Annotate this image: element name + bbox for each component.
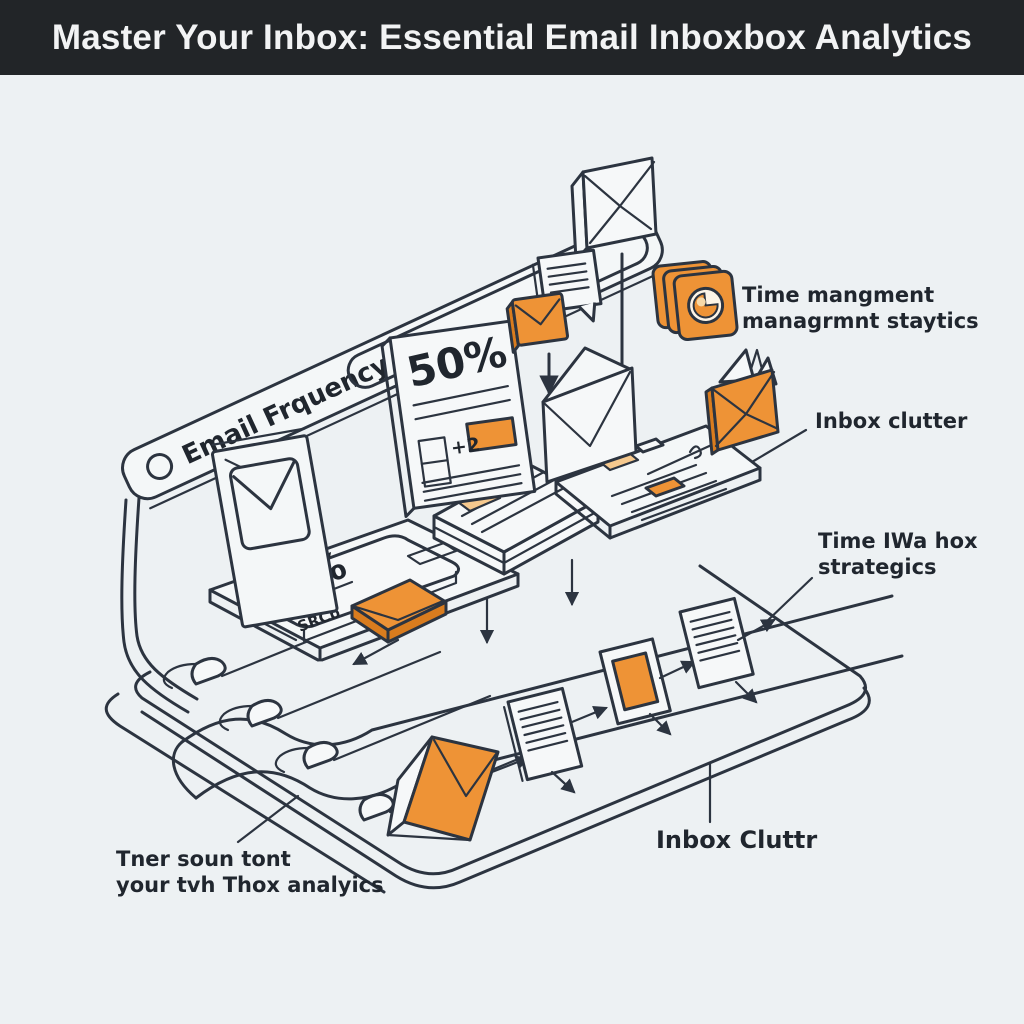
label-inbox-clutter: Inbox clutter xyxy=(815,409,968,433)
label-bottom-left-line2: your tvh Thox analyics xyxy=(116,873,384,897)
time-management-icon xyxy=(651,260,765,376)
highlight-card-icon xyxy=(598,637,672,726)
base-platform xyxy=(104,558,871,894)
envelope-stack-icon xyxy=(350,578,448,644)
title-bar: Master Your Inbox: Essential Email Inbox… xyxy=(0,0,1024,75)
stat-card-50: 50% +2 xyxy=(380,319,537,519)
label-time-management-line2: managrmnt staytics xyxy=(742,309,979,333)
small-envelope-icon xyxy=(505,291,570,354)
label-bottom-left-line1: Tner soun tont xyxy=(116,847,291,871)
envelope-3d-icon xyxy=(570,156,658,262)
label-inbox-cluttr: Inbox Cluttr xyxy=(656,826,817,854)
browser-dot-icon xyxy=(146,453,174,481)
label-time-management-line1: Time mangment xyxy=(742,283,934,307)
flag-pin-icon xyxy=(302,741,339,770)
inbox-analytics-illustration: Email Frquency 60% SRCb xyxy=(0,75,1024,1024)
label-leader-lines xyxy=(236,428,814,844)
mail-processing-flow xyxy=(386,596,776,842)
email-list-panel xyxy=(554,424,762,540)
tent-envelope-icon xyxy=(386,735,500,842)
envelope-outline-icon xyxy=(229,457,311,551)
envelope-panel xyxy=(210,427,339,629)
flag-pin-icon xyxy=(246,699,283,728)
step-flag-markers xyxy=(162,610,542,822)
inbox-clutter-envelope-icon xyxy=(704,348,780,456)
label-time-strategies-line2: strategics xyxy=(818,555,937,579)
stat-note-50: +2 xyxy=(449,434,481,460)
open-envelope-icon xyxy=(541,346,638,484)
document-icon xyxy=(678,596,755,690)
label-time-strategies-line1: Time IWa hox xyxy=(818,529,978,553)
highlight-chip xyxy=(465,416,518,453)
incoming-mail-flow xyxy=(505,156,658,484)
page-title: Master Your Inbox: Essential Email Inbox… xyxy=(51,17,973,57)
flag-pin-icon xyxy=(190,657,227,686)
